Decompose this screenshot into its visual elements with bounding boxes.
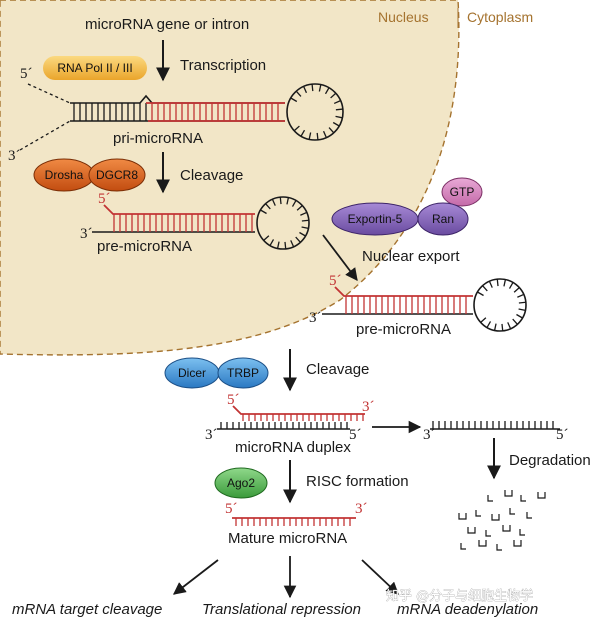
outcome-arrow-deadenylation (361, 559, 399, 595)
polymerase-label: RNA Pol II / III (57, 61, 132, 75)
pre1-3-prime: 3´ (80, 226, 93, 242)
pri-5-prime: 5´ (20, 66, 33, 82)
pre2-5-prime: 5´ (329, 273, 342, 289)
outcome-translational-repression: Translational repression (202, 601, 361, 618)
drosha-label: Drosha (45, 168, 84, 182)
mature-3-prime: 3´ (355, 501, 368, 517)
outcome-deadenylation: mRNA deadenylation (397, 601, 538, 618)
duplex-5-prime-red: 5´ (227, 392, 240, 408)
passenger-3-prime: 3´ (423, 427, 436, 443)
dicer-trbp-complex: Dicer TRBP (164, 357, 269, 389)
drosha-dgcr8-complex: Drosha DGCR8 (33, 158, 146, 192)
ago2-label: Ago2 (227, 476, 255, 490)
nucleus-region (0, 0, 460, 356)
duplex-3-prime: 3´ (205, 427, 218, 443)
pre-microrna-cytoplasmic: 5´ 3´ (309, 273, 527, 332)
transcription-label: Transcription (180, 57, 266, 74)
pri-3-prime: 3´ (8, 148, 21, 164)
degradation-label: Degradation (509, 452, 591, 469)
ago2-protein: Ago2 (214, 467, 268, 499)
degraded-fragments (458, 490, 546, 551)
microrna-duplex-structure: 5´ 3´ 3´ 5´ (205, 392, 375, 443)
risc-formation-label: RISC formation (306, 473, 409, 490)
export-arrow (322, 234, 358, 282)
duplex-5-prime: 5´ (349, 427, 362, 443)
watermark: 知乎 @分子与细胞生物学 (386, 588, 533, 604)
passenger-strand: 3´ 5´ (423, 421, 569, 443)
dgcr8-label: DGCR8 (96, 168, 138, 182)
microrna-duplex-label: microRNA duplex (235, 439, 351, 456)
outcome-target-cleavage: mRNA target cleavage (12, 601, 162, 618)
duplex-3-prime-red: 3´ (362, 399, 375, 415)
mature-microrna-label: Mature microRNA (228, 530, 347, 547)
pre1-5-prime: 5´ (98, 191, 111, 207)
exportin-label: Exportin-5 (348, 212, 403, 226)
pri-microrna-label: pri-microRNA (113, 130, 203, 147)
passenger-5-prime: 5´ (556, 427, 569, 443)
mature-microrna-structure: 5´ 3´ (225, 501, 368, 526)
nuclear-export-label: Nuclear export (362, 248, 460, 265)
pre-microrna-nuclear: 5´ 3´ (80, 191, 310, 250)
pre-microrna-label-1: pre-microRNA (97, 238, 192, 255)
gtp-label: GTP (450, 185, 475, 199)
pre-microrna-label-2: pre-microRNA (356, 321, 451, 338)
gene-label: microRNA gene or intron (85, 16, 249, 33)
pre2-3-prime: 3´ (309, 310, 322, 326)
cytoplasm-label: Cytoplasm (467, 9, 533, 25)
mature-5-prime: 5´ (225, 501, 238, 517)
ran-label: Ran (432, 212, 454, 226)
trbp-label: TRBP (227, 366, 259, 380)
rna-polymerase-protein: RNA Pol II / III (43, 56, 147, 80)
exportin-ran-gtp-complex: GTP Exportin-5 Ran (331, 177, 483, 236)
pri-microrna-structure: 5´ 3´ (8, 66, 344, 164)
dicer-label: Dicer (178, 366, 206, 380)
outcome-arrow-cleavage (173, 559, 219, 595)
cleavage-label-1: Cleavage (180, 167, 243, 184)
nucleus-label: Nucleus (378, 9, 429, 25)
cleavage-label-2: Cleavage (306, 361, 369, 378)
